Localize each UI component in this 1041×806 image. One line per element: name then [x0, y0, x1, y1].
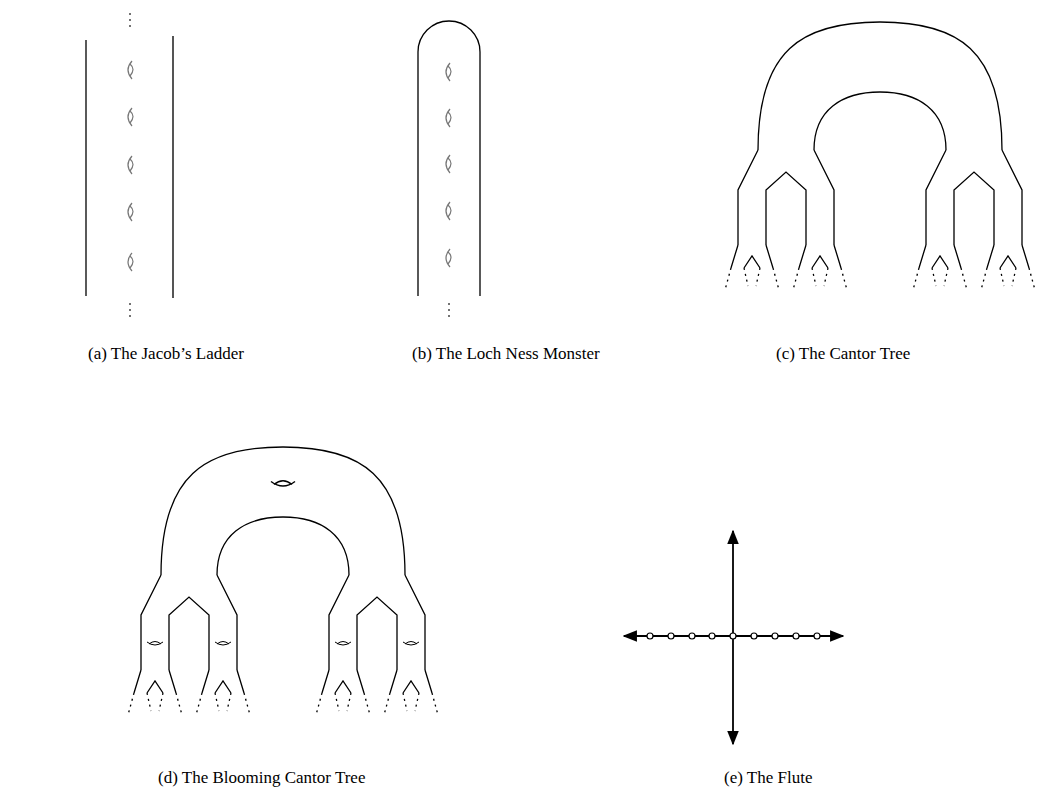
- loch-ness-monster: [418, 21, 480, 317]
- cantor-tree: [725, 22, 1035, 290]
- figure-caption: (a) The Jacob’s Ladder: [88, 344, 244, 364]
- figure-caption: (e) The Flute: [724, 768, 812, 788]
- blooming-cantor-tree: [128, 447, 438, 715]
- figure-caption: (d) The Blooming Cantor Tree: [158, 768, 365, 788]
- jacobs-ladder: [86, 13, 173, 317]
- flute-axes: [624, 531, 843, 744]
- figure-caption: (b) The Loch Ness Monster: [412, 344, 600, 364]
- figure-caption: (c) The Cantor Tree: [776, 344, 910, 364]
